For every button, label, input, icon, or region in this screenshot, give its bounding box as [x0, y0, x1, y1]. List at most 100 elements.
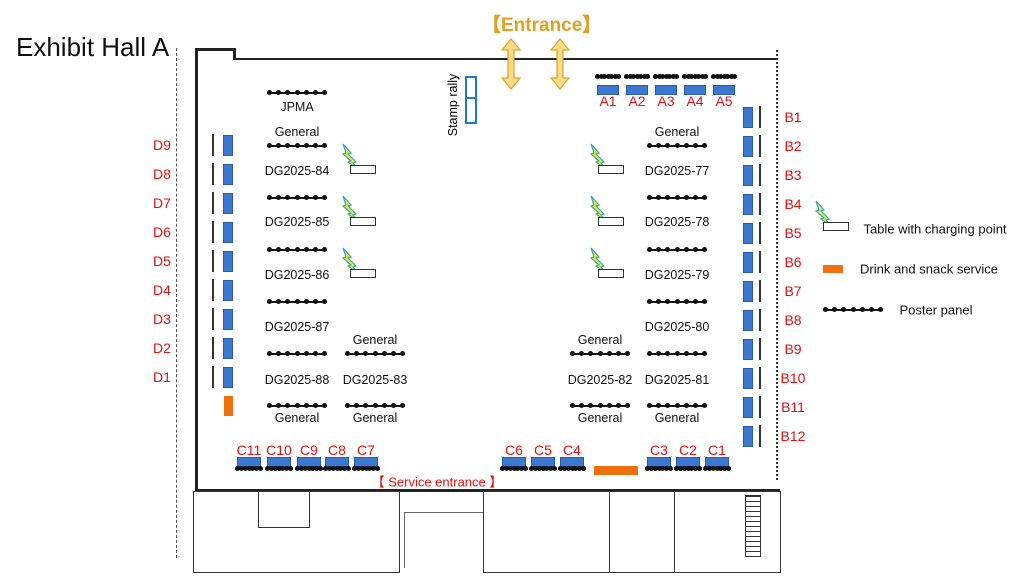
- booth-label: D6: [153, 224, 171, 240]
- poster-panel: [647, 195, 707, 200]
- booth-label: B10: [780, 370, 806, 386]
- poster-panel: [645, 466, 673, 471]
- poster-panel: [759, 425, 761, 447]
- booth-b: [743, 310, 753, 331]
- top-wall: [195, 48, 235, 51]
- poster-label: General: [654, 125, 700, 139]
- booth-label: A4: [686, 93, 704, 109]
- booth-label: D8: [153, 166, 171, 182]
- booth-label: A5: [715, 93, 733, 109]
- double-arrow-icon: [549, 38, 570, 90]
- poster-panel: [345, 351, 405, 356]
- poster-panel: [267, 90, 327, 95]
- poster-panel: [529, 466, 557, 471]
- booth-a: [684, 85, 706, 95]
- booth-label: B3: [784, 167, 802, 183]
- poster-panel: [212, 192, 214, 214]
- poster-label: DG2025-77: [644, 164, 710, 178]
- booth-label: B9: [784, 341, 802, 357]
- poster-label: General: [274, 125, 320, 139]
- poster-label: DG2025-86: [264, 268, 330, 282]
- booth-d: [223, 338, 233, 359]
- booth-d: [223, 193, 233, 214]
- poster-panel: [570, 403, 630, 408]
- poster-panel: [674, 466, 702, 471]
- poster-panel: [759, 135, 761, 157]
- booth-label: C10: [266, 442, 292, 458]
- poster-panel: [759, 280, 761, 302]
- booth-a: [655, 85, 677, 95]
- poster-panel: [759, 338, 761, 360]
- booth-label: C8: [328, 442, 346, 458]
- poster-panel: [759, 396, 761, 418]
- booth-label: A1: [599, 93, 617, 109]
- poster-panel: [647, 403, 707, 408]
- entrance-label: 【Entrance】: [482, 15, 602, 36]
- room: [674, 491, 781, 573]
- poster-label: DG2025-78: [644, 215, 710, 229]
- service-entrance-label: 【 Service entrance 】: [371, 474, 503, 490]
- poster-panel: [647, 299, 707, 304]
- booth-label: C9: [300, 442, 318, 458]
- legend-snack-label: Drink and snack service: [860, 261, 998, 277]
- poster-panel: [823, 307, 883, 312]
- booth-label: B2: [784, 138, 802, 154]
- divider: [465, 97, 477, 99]
- poster-label: General: [654, 411, 700, 425]
- poster-label: DG2025-83: [342, 373, 408, 387]
- service-doors: [404, 512, 484, 568]
- room: [258, 491, 310, 528]
- entrance-arrows: [500, 38, 570, 90]
- poster-panel: [212, 279, 214, 301]
- booth-label: B1: [784, 109, 802, 125]
- booth-label: D9: [153, 137, 171, 153]
- poster-panel: [759, 222, 761, 244]
- poster-panel: [759, 251, 761, 273]
- booth-a: [713, 85, 735, 95]
- page-title: Exhibit Hall A: [16, 32, 170, 62]
- booth-b: [743, 252, 753, 273]
- poster-panel: [267, 247, 327, 252]
- booth-label: A2: [628, 93, 646, 109]
- booth-label: B11: [781, 399, 805, 415]
- poster-panel: [212, 337, 214, 359]
- booth-b: [743, 368, 753, 389]
- poster-panel: [212, 163, 214, 185]
- booth-b: [743, 107, 753, 128]
- poster-label: DG2025-79: [644, 268, 710, 282]
- poster-panel: [624, 74, 650, 79]
- poster-panel: [267, 403, 327, 408]
- legend-charging-label: Table with charging point: [863, 221, 1007, 237]
- poster-label: DG2025-81: [644, 373, 710, 387]
- poster-label: DG2025-80: [644, 320, 710, 334]
- poster-panel: [352, 466, 380, 471]
- booth-b: [743, 223, 753, 244]
- poster-panel: [647, 143, 707, 148]
- booth-label: C4: [563, 442, 581, 458]
- top-wall: [233, 58, 778, 60]
- legend-snack-swatch: [823, 265, 843, 273]
- poster-panel: [267, 351, 327, 356]
- room: [483, 491, 611, 573]
- poster-panel: [323, 466, 351, 471]
- poster-panel: [500, 466, 528, 471]
- booth-a: [597, 85, 619, 95]
- charging-table: [350, 165, 376, 174]
- poster-label: DG2025-84: [264, 164, 330, 178]
- booth-d: [223, 280, 233, 301]
- poster-label: General: [577, 333, 623, 347]
- booth-label: B8: [784, 312, 802, 328]
- poster-panel: [212, 366, 214, 388]
- poster-panel: [647, 351, 707, 356]
- snack-service-counter: [224, 396, 233, 416]
- poster-panel: [558, 466, 586, 471]
- booth-b: [743, 165, 753, 186]
- poster-panel: [265, 466, 293, 471]
- booth-b: [743, 339, 753, 360]
- poster-label: General: [352, 333, 398, 347]
- poster-label: General: [577, 411, 623, 425]
- booth-label: B12: [780, 428, 806, 444]
- charging-table: [598, 269, 624, 278]
- poster-panel: [212, 134, 214, 156]
